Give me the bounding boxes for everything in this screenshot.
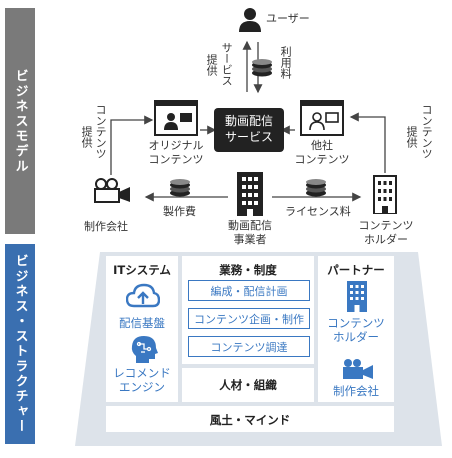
- sidebar-business-model-label: ビジネスモデル: [12, 68, 28, 174]
- user-icon: [239, 8, 261, 32]
- business-system-header: 業務・制度: [219, 263, 277, 277]
- culture-mindset-panel: [106, 406, 394, 432]
- recommend-engine-label: レコメンド エンジン: [106, 366, 178, 395]
- video-camera-icon-partner: [343, 359, 373, 379]
- partner-holder-label: コンテンツ ホルダー: [318, 316, 394, 345]
- building-icon-holder: [373, 175, 397, 214]
- service-provide-label-col2: 提供: [205, 54, 219, 76]
- sidebar-business-structure-label: ビジネス・ストラクチャー: [12, 254, 28, 434]
- partner-header: パートナー: [327, 263, 385, 277]
- left-content-provide-line1: コンテンツ: [94, 104, 108, 159]
- coins-icon-usage: [252, 59, 272, 77]
- production-company-label: 制作会社: [84, 220, 128, 233]
- business-item-planning: コンテンツ企画・制作: [188, 308, 310, 329]
- content-holder-label: コンテンツ ホルダー: [355, 219, 417, 247]
- video-camera-icon: [94, 178, 130, 203]
- content-holder-line1: コンテンツ: [358, 219, 414, 232]
- license-fee-label: ライセンス料: [285, 205, 351, 218]
- original-content-line2: コンテンツ: [148, 152, 204, 166]
- recommend-engine-line2: エンジン: [119, 380, 165, 395]
- user-label: ユーザー: [266, 12, 310, 25]
- partner-production-label: 制作会社: [333, 384, 379, 398]
- content-holder-line2: ホルダー: [364, 232, 408, 246]
- recommend-engine-line1: レコメンド: [113, 366, 171, 380]
- original-content-label: オリジナル コンテンツ: [145, 139, 207, 167]
- building-icon-partner: [347, 281, 367, 312]
- culture-mindset-label: 風土・マインド: [209, 413, 291, 427]
- distributor-label: 動画配信 事業者: [218, 219, 282, 247]
- other-content-monitor-icon: [300, 100, 344, 136]
- right-content-provide-line1: コンテンツ: [420, 104, 434, 159]
- partner-holder-line1: コンテンツ: [327, 316, 385, 330]
- original-content-line1: オリジナル: [148, 139, 204, 152]
- it-system-panel: [106, 256, 178, 402]
- coins-icon-production: [170, 179, 190, 197]
- ai-head-icon: [131, 336, 158, 363]
- sidebar-business-structure: ビジネス・ストラクチャー: [5, 244, 35, 444]
- hr-organization-label: 人材・組織: [219, 378, 277, 392]
- video-service-line2: サービス: [224, 130, 273, 144]
- other-content-line2: コンテンツ: [294, 152, 350, 166]
- cloud-upload-icon: [126, 283, 160, 308]
- original-content-monitor-icon: [154, 100, 198, 136]
- it-system-header: ITシステム: [113, 263, 171, 277]
- usage-fee-label: 利用料: [279, 46, 293, 79]
- business-item-procurement: コンテンツ調達: [188, 336, 310, 357]
- business-item-programming: 編成・配信計画: [188, 280, 310, 301]
- connector-arrows: [110, 40, 386, 202]
- hr-organization-panel: [182, 368, 314, 402]
- sidebar-business-model: ビジネスモデル: [5, 8, 35, 234]
- right-content-provide-line2: 提供: [405, 126, 419, 148]
- service-provide-label-col1: サービス: [220, 42, 234, 86]
- coins-icon-license: [306, 179, 326, 197]
- other-content-label: 他社 コンテンツ: [291, 139, 353, 167]
- building-icon-distributor: [237, 172, 263, 216]
- other-content-line1: 他社: [311, 139, 333, 152]
- partner-holder-line2: ホルダー: [333, 330, 379, 345]
- delivery-platform-label: 配信基盤: [119, 316, 165, 330]
- video-service-line1: 動画配信: [224, 114, 273, 129]
- production-cost-label: 製作費: [163, 205, 196, 218]
- video-service-box: 動画配信 サービス: [214, 108, 284, 152]
- distributor-line2: 事業者: [233, 232, 267, 246]
- distributor-line1: 動画配信: [228, 219, 272, 232]
- left-content-provide-line2: 提供: [80, 126, 94, 148]
